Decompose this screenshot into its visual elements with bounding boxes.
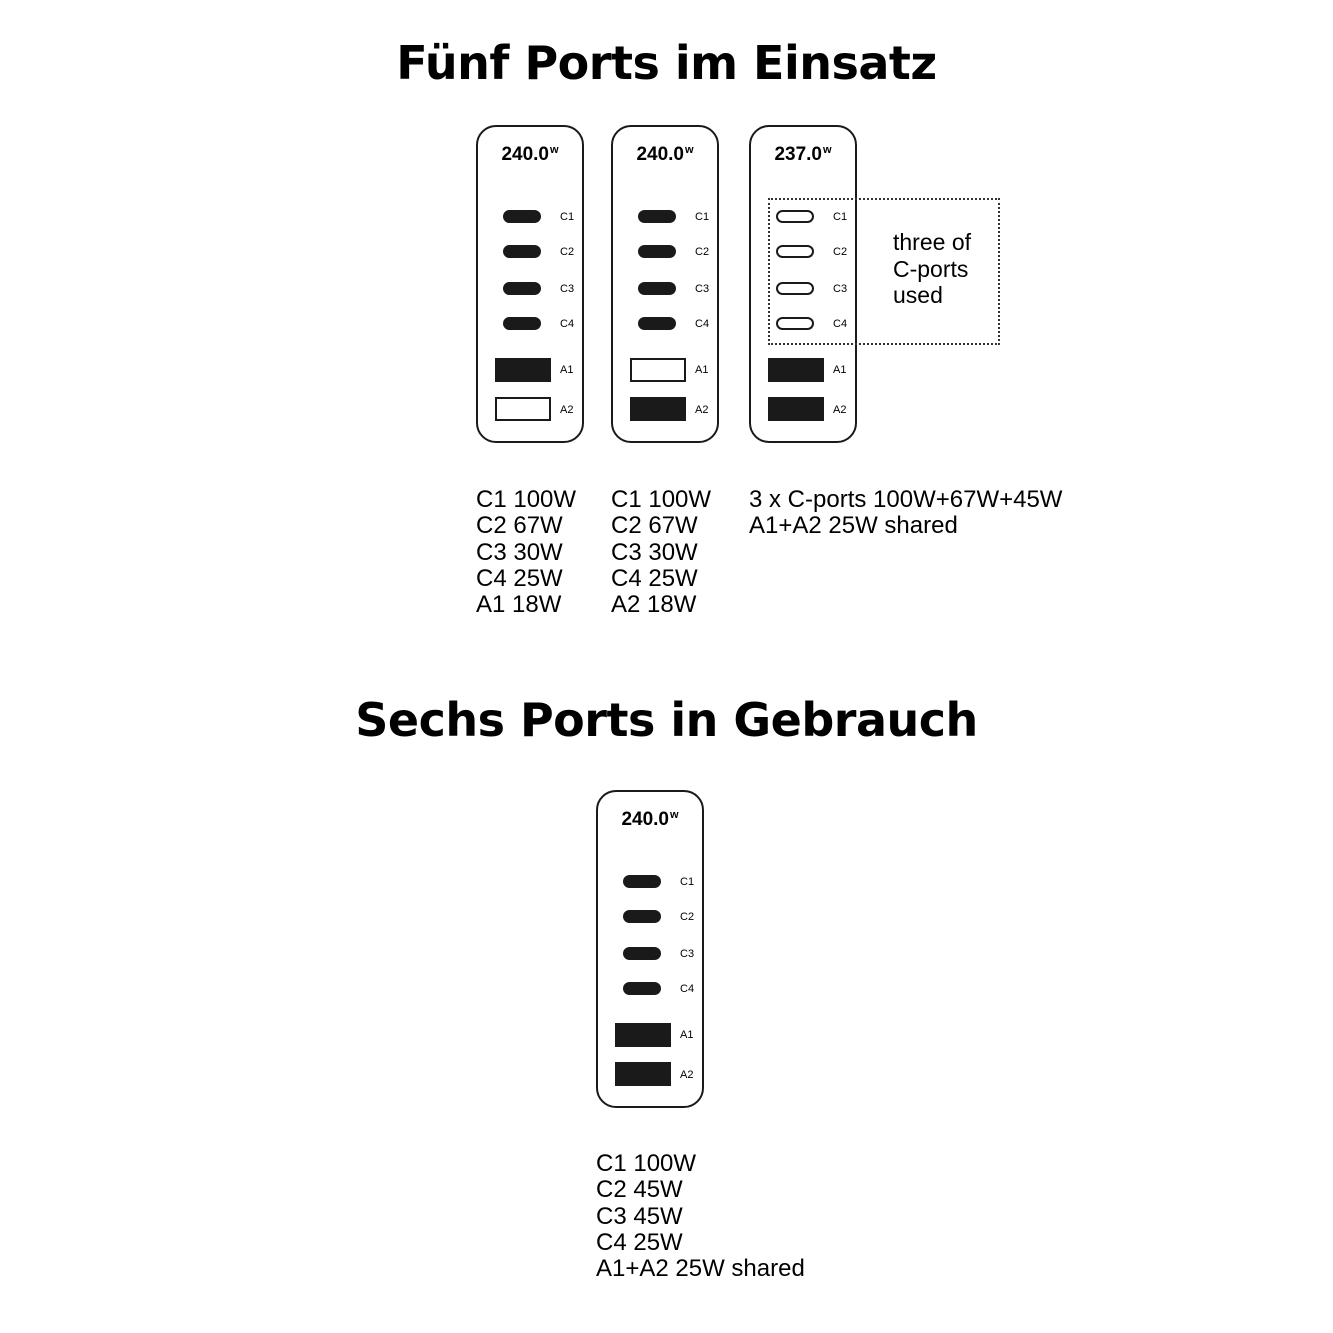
wattage-display: 240.0w xyxy=(598,809,702,831)
usb-c-port-c4 xyxy=(623,982,661,995)
spec-line: C3 30W xyxy=(611,538,698,566)
spec-line: C2 67W xyxy=(611,512,698,540)
port-label-c1: C1 xyxy=(680,876,695,888)
spec-line: C1 100W xyxy=(611,486,712,513)
port-label-c2: C2 xyxy=(560,246,575,258)
charger-diagram-4: 240.0w C1 C2 C3 C4 A1 A2 xyxy=(596,790,704,1108)
port-label-c3: C3 xyxy=(833,283,848,295)
usb-a-port-a2 xyxy=(768,397,824,421)
charger-diagram-3: 237.0w C1 C2 C3 C4 A1 A2 xyxy=(749,125,857,443)
usb-c-port-c2 xyxy=(638,245,676,258)
spec-list-4: C1 100W C2 45W C3 45W C4 25W A1+A2 25W s… xyxy=(596,1150,805,1283)
usb-c-port-c2 xyxy=(503,245,541,258)
wattage-unit: w xyxy=(669,809,679,821)
note-line: C-ports xyxy=(893,255,969,282)
port-label-c1: C1 xyxy=(695,211,710,223)
spec-line: 3 x C-ports 100W+67W+45W xyxy=(749,486,1063,513)
usb-c-port-c3 xyxy=(776,282,814,295)
port-label-a1: A1 xyxy=(560,364,574,376)
spec-line: C3 30W xyxy=(476,538,563,566)
spec-list-3: 3 x C-ports 100W+67W+45W A1+A2 25W share… xyxy=(749,486,1063,540)
usb-c-port-c3 xyxy=(638,282,676,295)
usb-a-port-a1 xyxy=(615,1023,671,1047)
spec-line: C1 100W xyxy=(596,1150,697,1177)
c-ports-highlight-box xyxy=(768,198,1000,345)
usb-c-port-c4 xyxy=(638,317,676,330)
usb-c-port-c2 xyxy=(623,910,661,923)
spec-line: A1+A2 25W shared xyxy=(596,1255,805,1283)
usb-c-port-c3 xyxy=(623,947,661,960)
wattage-unit: w xyxy=(549,144,559,156)
wattage-display: 237.0w xyxy=(751,144,855,166)
spec-list-2: C1 100W C2 67W C3 30W C4 25W A2 18W xyxy=(611,486,712,619)
port-label-a1: A1 xyxy=(695,364,709,376)
usb-c-port-c3 xyxy=(503,282,541,295)
port-label-c4: C4 xyxy=(833,318,848,330)
usb-a-port-a1 xyxy=(630,358,686,382)
note-line: three of xyxy=(893,229,971,255)
usb-c-port-c2 xyxy=(776,245,814,258)
wattage-unit: w xyxy=(684,144,694,156)
c-ports-note: three of C-ports used xyxy=(893,229,971,309)
heading-six-ports: Sechs Ports in Gebrauch xyxy=(355,693,978,747)
spec-line: A1 18W xyxy=(476,591,562,619)
port-label-a1: A1 xyxy=(833,364,847,376)
usb-c-port-c4 xyxy=(503,317,541,330)
port-label-c1: C1 xyxy=(833,211,848,223)
wattage-value: 240.0 xyxy=(621,809,669,830)
usb-a-port-a2 xyxy=(495,397,551,421)
wattage-value: 240.0 xyxy=(636,144,684,165)
port-label-c3: C3 xyxy=(695,283,710,295)
charger-diagram-2: 240.0w C1 C2 C3 C4 A1 A2 xyxy=(611,125,719,443)
spec-line: C4 25W xyxy=(611,564,698,592)
spec-line: C3 45W xyxy=(596,1202,683,1230)
usb-c-port-c4 xyxy=(776,317,814,330)
wattage-value: 237.0 xyxy=(774,144,822,165)
spec-line: A1+A2 25W shared xyxy=(749,512,958,540)
usb-c-port-c1 xyxy=(503,210,541,223)
port-label-c2: C2 xyxy=(833,246,848,258)
port-label-a2: A2 xyxy=(695,404,709,416)
spec-line: C2 67W xyxy=(476,512,563,540)
usb-c-port-c1 xyxy=(776,210,814,223)
port-label-c1: C1 xyxy=(560,211,575,223)
spec-list-1: C1 100W C2 67W C3 30W C4 25W A1 18W xyxy=(476,486,577,619)
usb-c-port-c1 xyxy=(623,875,661,888)
wattage-display: 240.0w xyxy=(613,144,717,166)
heading-five-ports: Fünf Ports im Einsatz xyxy=(396,36,937,90)
port-label-c3: C3 xyxy=(560,283,575,295)
port-label-a2: A2 xyxy=(560,404,574,416)
port-label-c2: C2 xyxy=(680,911,695,923)
wattage-unit: w xyxy=(822,144,832,156)
spec-line: C4 25W xyxy=(596,1228,683,1256)
port-label-c3: C3 xyxy=(680,948,695,960)
usb-a-port-a1 xyxy=(768,358,824,382)
usb-c-port-c1 xyxy=(638,210,676,223)
charger-diagram-1: 240.0w C1 C2 C3 C4 A1 A2 xyxy=(476,125,584,443)
usb-a-port-a1 xyxy=(495,358,551,382)
spec-line: C1 100W xyxy=(476,486,577,513)
spec-line: A2 18W xyxy=(611,591,697,619)
port-label-c2: C2 xyxy=(695,246,710,258)
port-label-a2: A2 xyxy=(680,1069,694,1081)
wattage-value: 240.0 xyxy=(501,144,549,165)
port-label-c4: C4 xyxy=(680,983,695,995)
usb-a-port-a2 xyxy=(630,397,686,421)
wattage-display: 240.0w xyxy=(478,144,582,166)
note-line: used xyxy=(893,282,943,308)
port-label-c4: C4 xyxy=(695,318,710,330)
usb-a-port-a2 xyxy=(615,1062,671,1086)
port-label-a1: A1 xyxy=(680,1029,694,1041)
port-label-c4: C4 xyxy=(560,318,575,330)
port-label-a2: A2 xyxy=(833,404,847,416)
spec-line: C4 25W xyxy=(476,564,563,592)
spec-line: C2 45W xyxy=(596,1176,683,1204)
